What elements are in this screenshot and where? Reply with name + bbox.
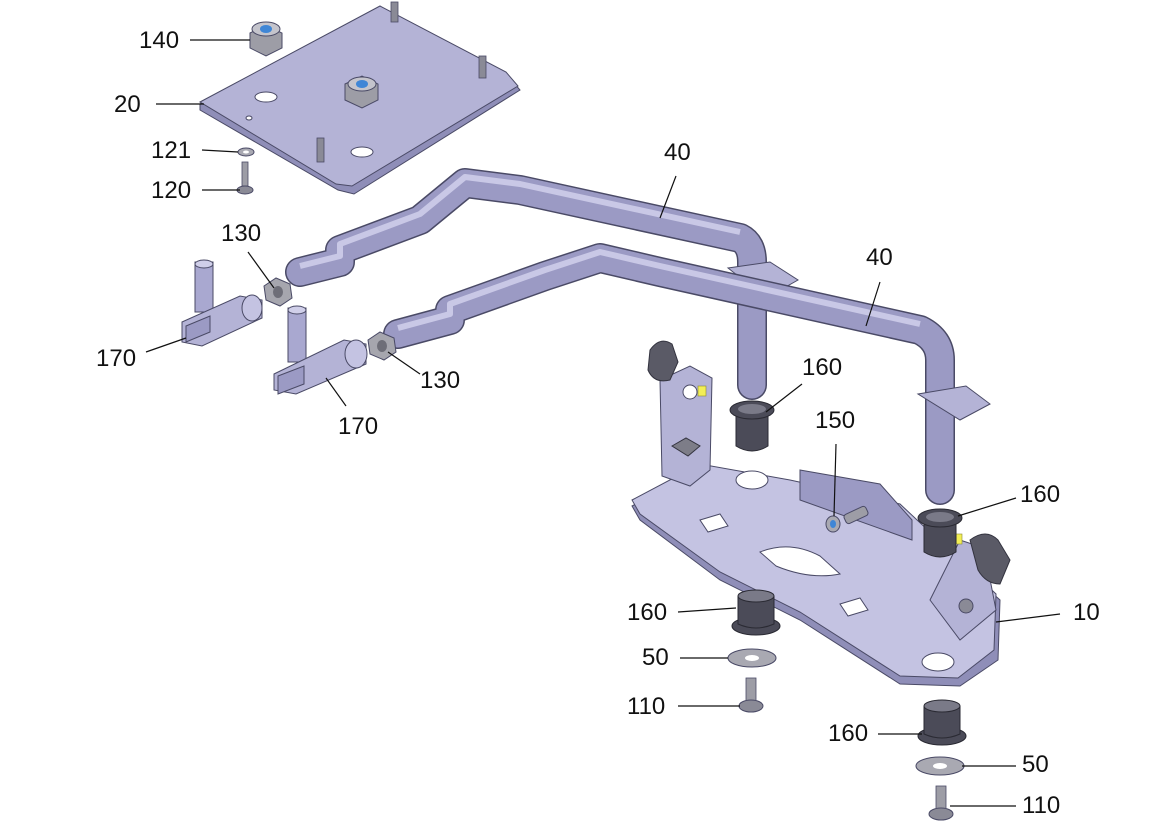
callout-130-lower: 130 bbox=[420, 367, 461, 394]
screw-150 bbox=[825, 505, 869, 533]
callout-160-c: 160 bbox=[627, 599, 668, 626]
callout-20: 20 bbox=[114, 91, 141, 118]
bracket-center-wall bbox=[799, 469, 913, 541]
plate-hole bbox=[350, 146, 374, 158]
leader-121 bbox=[201, 149, 239, 153]
leader-160b bbox=[957, 497, 1017, 517]
bushing-160-d bbox=[917, 699, 967, 746]
wing-nut-left bbox=[647, 340, 707, 457]
callout-160-d: 160 bbox=[828, 720, 869, 747]
callout-160-a: 160 bbox=[802, 354, 843, 381]
bracket-slot bbox=[759, 546, 842, 577]
bushing-160-c bbox=[731, 589, 781, 636]
plate-hole-small bbox=[245, 115, 253, 121]
bracket-upright-left bbox=[659, 365, 713, 487]
connector-170-upper bbox=[181, 259, 263, 347]
bushing-160-b bbox=[917, 508, 963, 558]
callout-40-upper: 40 bbox=[664, 139, 691, 166]
leader-170b bbox=[325, 377, 347, 407]
plate-stud bbox=[478, 55, 487, 79]
mounting-plate-20 bbox=[198, 1, 521, 195]
callout-120: 120 bbox=[151, 177, 192, 204]
plate-hole bbox=[254, 91, 278, 103]
leader-130a bbox=[247, 251, 275, 289]
rod-40-upper bbox=[285, 168, 799, 400]
callout-50-a: 50 bbox=[642, 644, 669, 671]
leader-170a bbox=[145, 337, 187, 353]
callout-130-upper: 130 bbox=[221, 220, 262, 247]
callout-110-a: 110 bbox=[627, 693, 666, 720]
screw-110-b bbox=[928, 785, 954, 821]
plate-stud bbox=[316, 137, 325, 163]
wing-nut-right bbox=[953, 533, 1011, 585]
callout-121: 121 bbox=[151, 137, 192, 164]
callout-170-upper: 170 bbox=[96, 345, 137, 372]
screw-110-a bbox=[738, 677, 764, 713]
leader-40b bbox=[865, 281, 881, 327]
bushing-160-a bbox=[729, 400, 775, 452]
bracket-hole bbox=[921, 652, 955, 672]
leader-10 bbox=[995, 613, 1061, 623]
callout-160-b: 160 bbox=[1020, 481, 1061, 508]
leader-150 bbox=[833, 443, 837, 517]
callout-150: 150 bbox=[815, 407, 856, 434]
rod-40-lower bbox=[383, 243, 991, 505]
callout-10: 10 bbox=[1073, 599, 1100, 626]
callout-110-b: 110 bbox=[1022, 792, 1061, 819]
lock-nut-140 bbox=[249, 21, 283, 57]
washer-121 bbox=[237, 147, 255, 157]
callout-140: 140 bbox=[139, 27, 180, 54]
leader-130b bbox=[387, 351, 421, 375]
rod-bracket bbox=[916, 385, 991, 421]
washer-50-b bbox=[915, 756, 965, 776]
hex-nut-130-upper bbox=[263, 277, 293, 307]
callout-170-lower: 170 bbox=[338, 413, 379, 440]
plate-stud bbox=[390, 1, 399, 23]
connector-170-lower bbox=[273, 305, 368, 395]
leader-40a bbox=[659, 175, 677, 219]
bracket-notch bbox=[839, 597, 869, 617]
washer-50-a bbox=[727, 648, 777, 668]
callout-50-b: 50 bbox=[1022, 751, 1049, 778]
screw-120 bbox=[236, 161, 254, 195]
callout-40-lower: 40 bbox=[866, 244, 893, 271]
leader-160c bbox=[677, 607, 737, 613]
bracket-hole bbox=[735, 470, 769, 490]
bracket-notch bbox=[699, 513, 729, 533]
leader-lines bbox=[145, 39, 1061, 807]
leader-160a bbox=[765, 383, 803, 413]
lock-nut-on-plate bbox=[344, 75, 379, 109]
